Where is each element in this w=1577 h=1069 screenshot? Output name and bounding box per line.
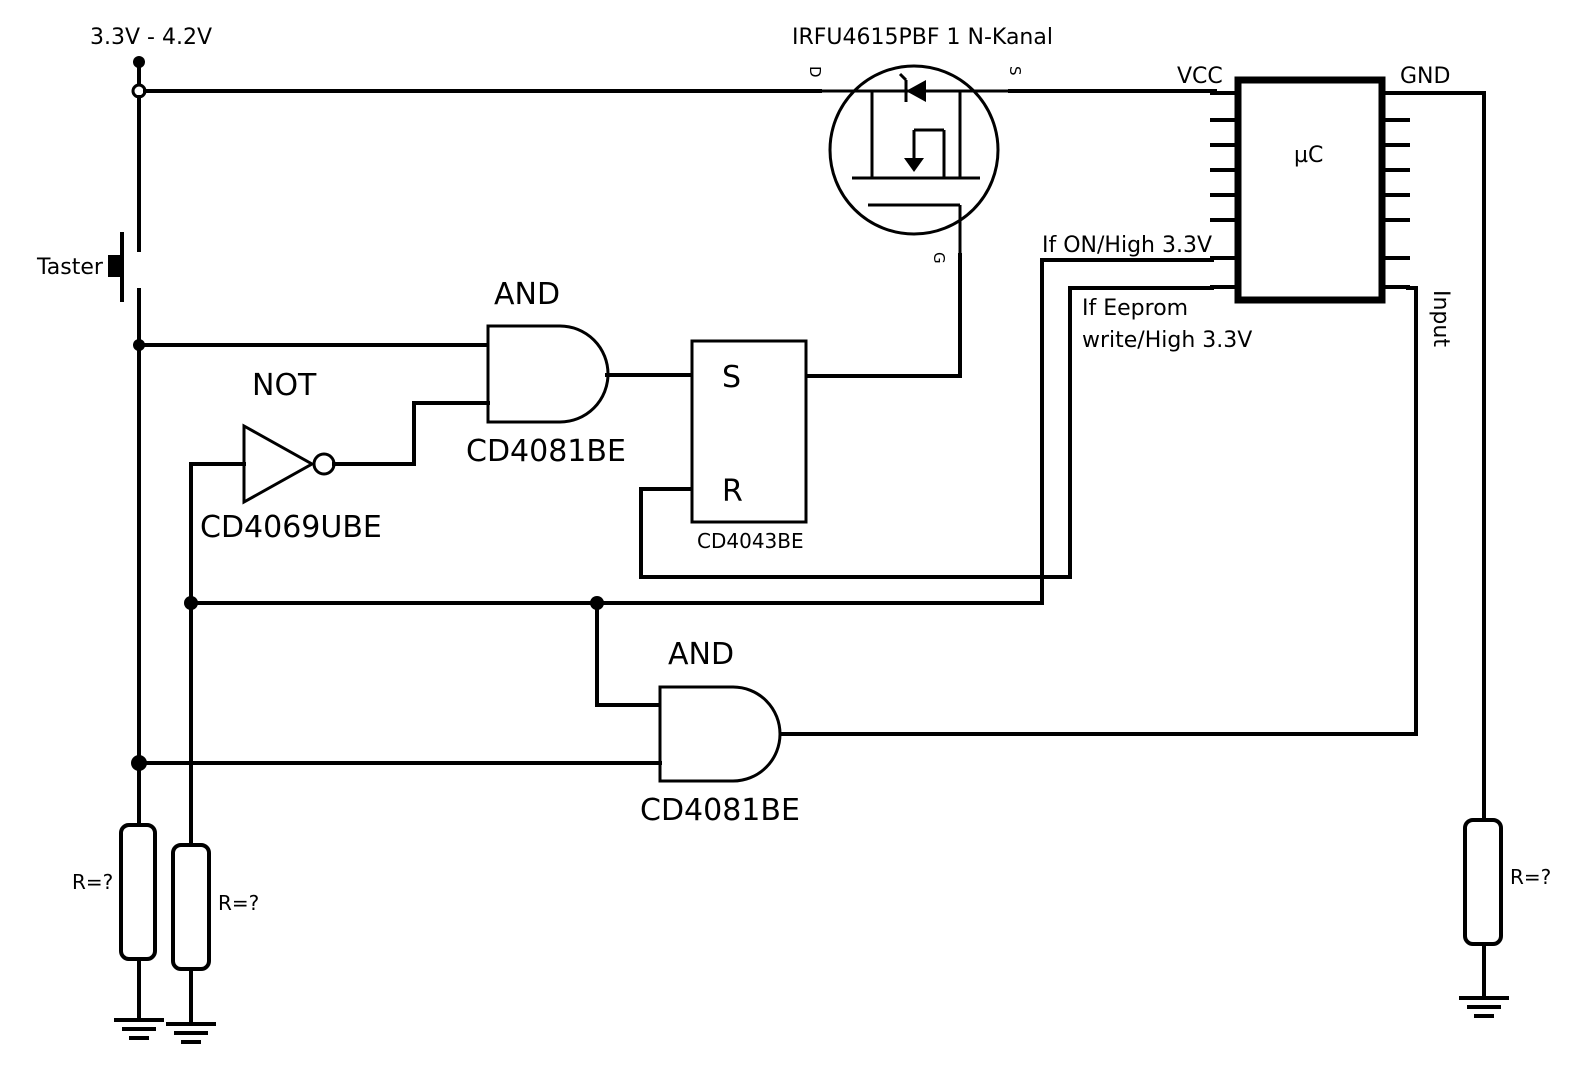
- taster-label: Taster: [36, 255, 104, 280]
- and-gate-top: [486, 324, 610, 424]
- flipflop: [690, 339, 808, 524]
- and-top-label: AND: [494, 277, 560, 312]
- r1-label: R=?: [72, 870, 113, 894]
- flipflop-s-label: S: [722, 360, 741, 395]
- ground-symbol-1: [114, 1018, 164, 1040]
- microcontroller: [1210, 76, 1410, 304]
- mosfet-gate-label: G: [930, 252, 948, 264]
- wire-eeprom-to-reset: [639, 286, 1214, 579]
- vcc-label: VCC: [1177, 64, 1223, 89]
- not-gate: [242, 423, 336, 505]
- supply-voltage-label: 3.3V - 4.2V: [90, 25, 212, 50]
- flipflop-part-label: CD4043BE: [697, 529, 804, 553]
- resistor-3: [1463, 818, 1503, 946]
- junction-left-603: [184, 596, 198, 610]
- pin-eeprom-label-2: write/High 3.3V: [1082, 328, 1252, 353]
- mosfet-symbol: [820, 64, 1010, 255]
- mcu-label: µC: [1294, 143, 1323, 168]
- r2-label: R=?: [218, 891, 259, 915]
- wire-not-input: [189, 462, 246, 847]
- wire-gnd-to-resistor: [1406, 91, 1486, 822]
- and-bottom-part-label: CD4081BE: [640, 793, 800, 828]
- wire-to-and-bottom: [595, 601, 662, 707]
- not-part-label: CD4069UBE: [200, 510, 382, 545]
- pin-on-label: If ON/High 3.3V: [1042, 233, 1212, 258]
- gnd-label: GND: [1400, 64, 1450, 89]
- flipflop-r-label: R: [722, 474, 743, 509]
- pin-input-label: Input: [1428, 290, 1453, 347]
- wire-input-pin: [780, 286, 1418, 736]
- and-gate-bottom: [658, 685, 782, 783]
- not-label: NOT: [252, 368, 317, 403]
- and-top-part-label: CD4081BE: [466, 434, 626, 469]
- mosfet-source-label: S: [1006, 66, 1024, 76]
- junction-left-763: [131, 755, 147, 771]
- mosfet-part-label: IRFU4615PBF 1 N-Kanal: [792, 25, 1053, 50]
- ground-symbol-3: [1459, 996, 1509, 1018]
- push-button: [108, 232, 124, 302]
- wire-on-pin: [1040, 258, 1214, 605]
- r3-label: R=?: [1510, 865, 1551, 889]
- pin-eeprom-label-1: If Eeprom: [1082, 296, 1188, 321]
- wire-not-to-and: [332, 401, 490, 466]
- resistor-2: [171, 843, 211, 971]
- ground-symbol-2: [166, 1022, 216, 1044]
- mosfet-drain-label: D: [806, 66, 824, 78]
- resistor-1: [119, 823, 157, 961]
- and-bottom-label: AND: [668, 637, 734, 672]
